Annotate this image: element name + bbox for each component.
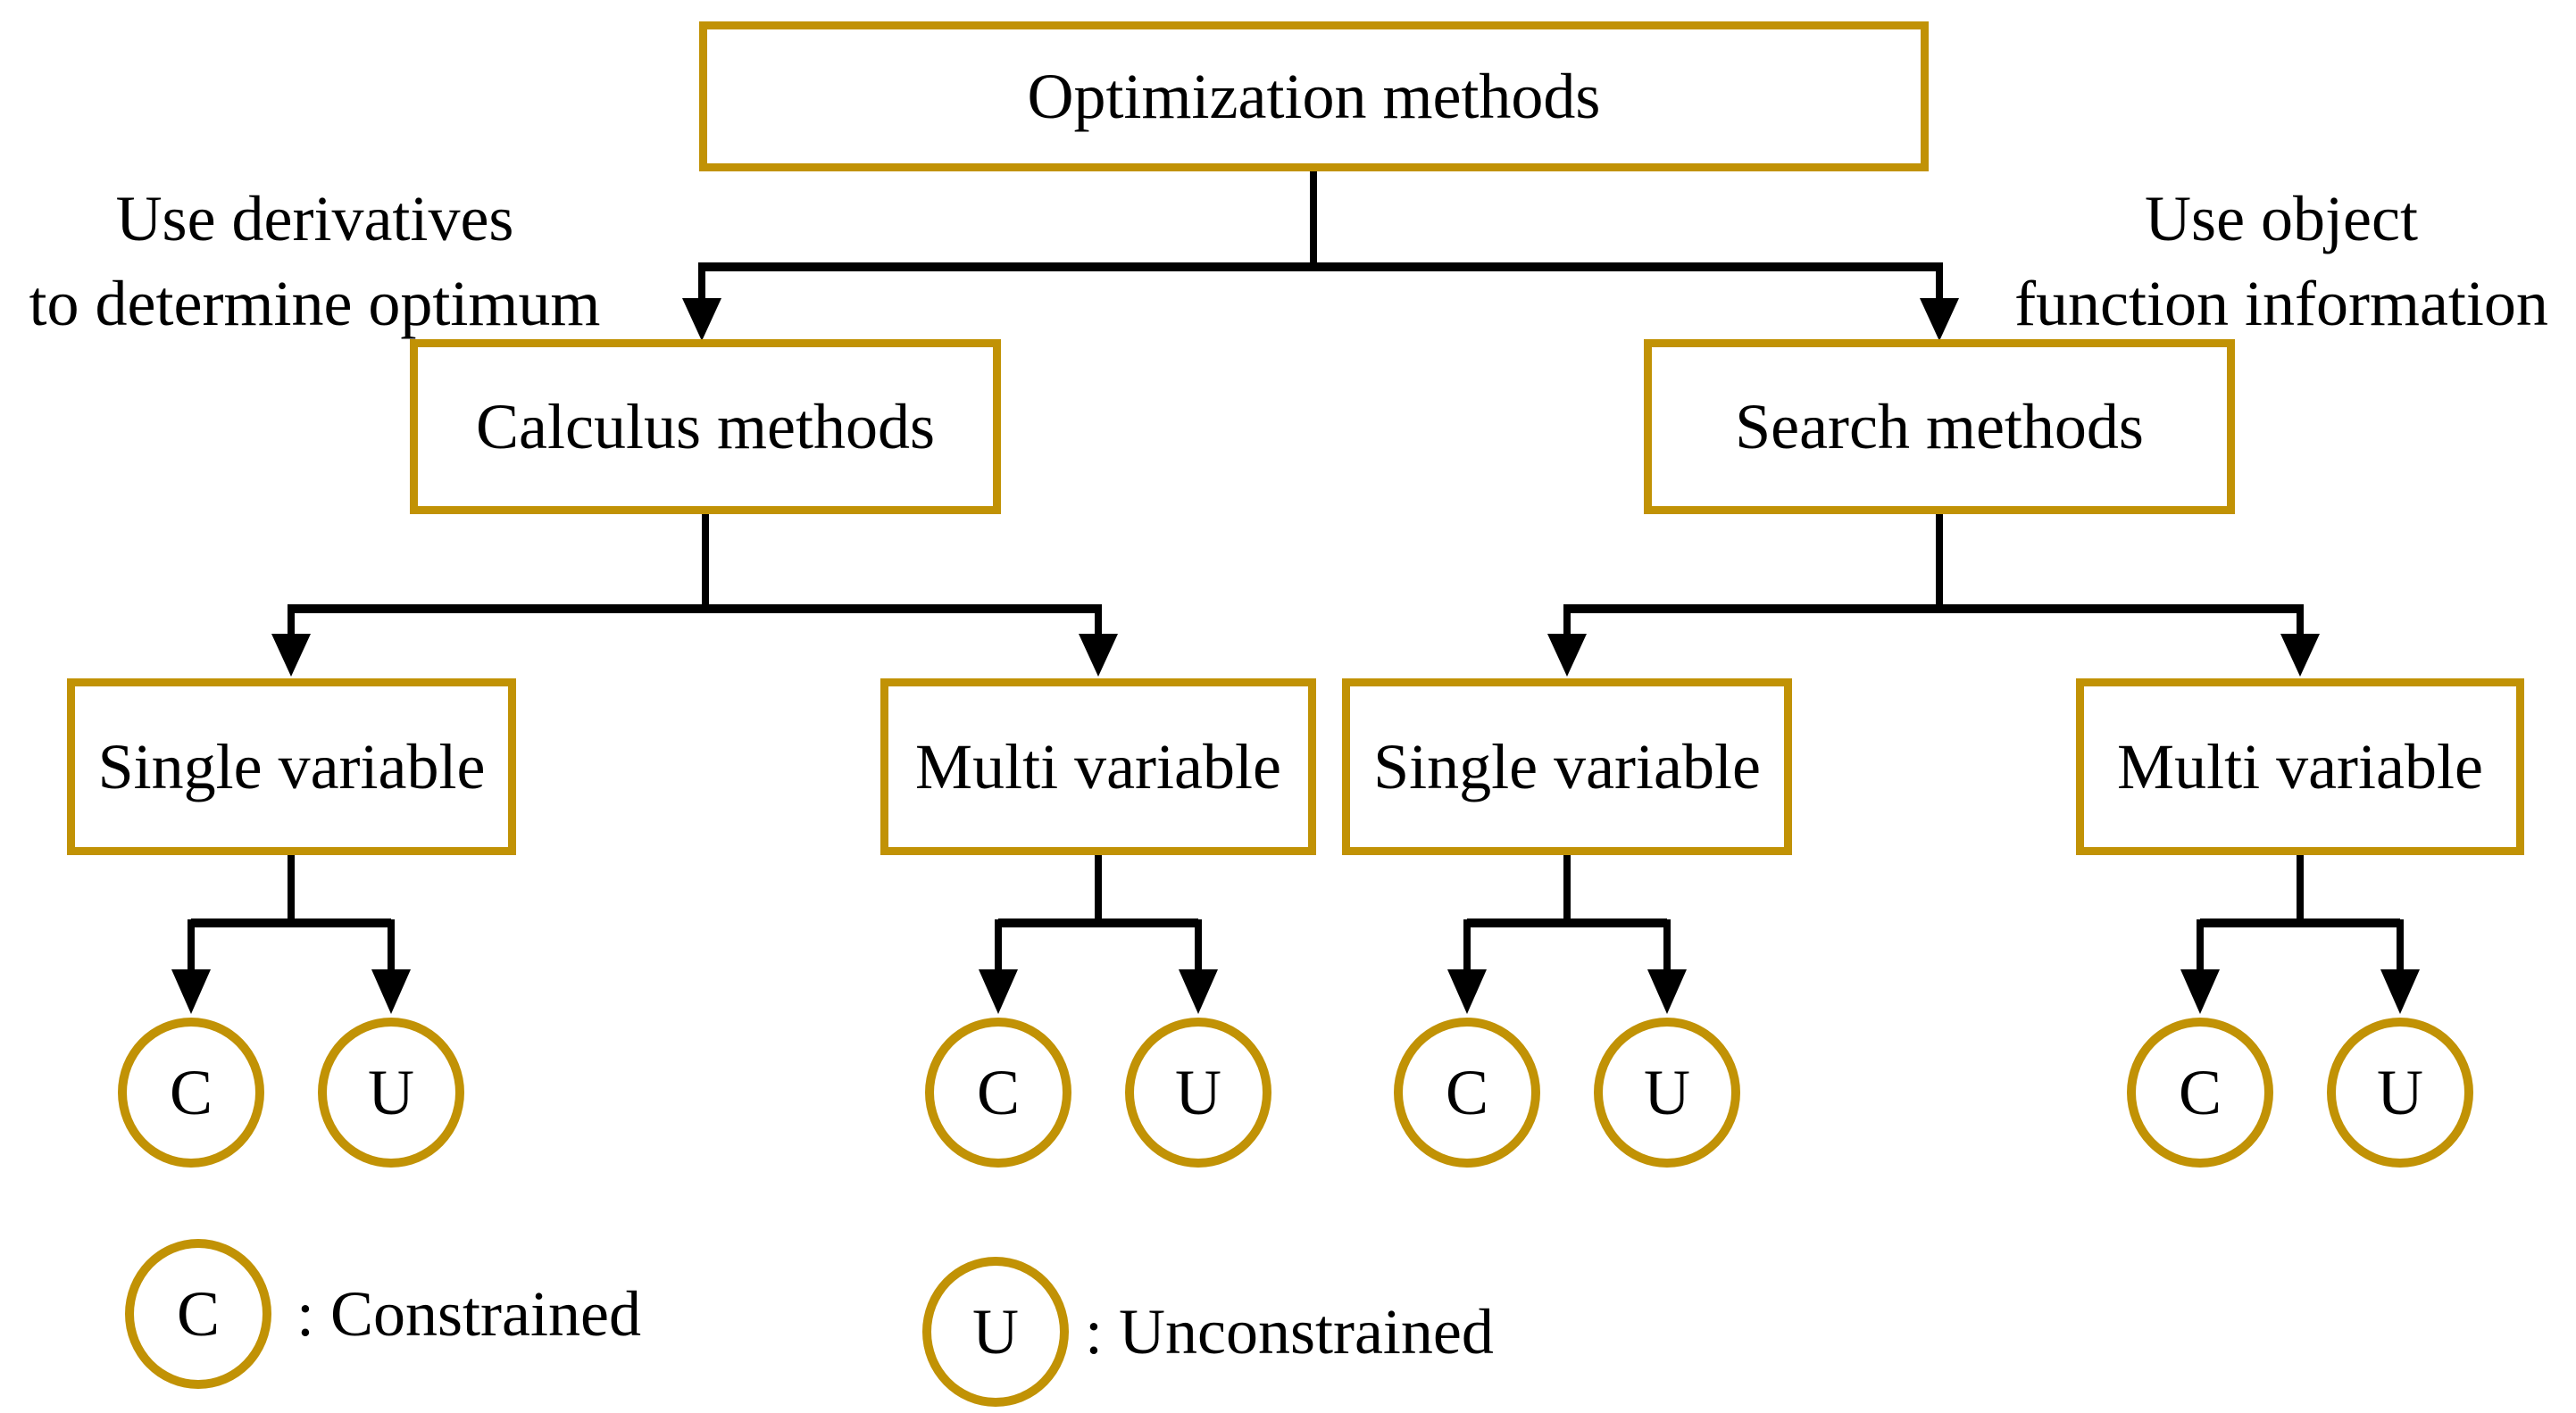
legend-label-constrained: : Constrained xyxy=(296,1278,641,1350)
leaf-circle-unconstrained: U xyxy=(1125,1018,1271,1168)
leaf-circle-unconstrained: U xyxy=(1594,1018,1740,1168)
connector-leafpair-1 xyxy=(171,852,411,1014)
connector-search-to-children xyxy=(1547,511,2320,677)
arrowhead xyxy=(1447,969,1487,1014)
node-single-variable-calculus: Single variable xyxy=(67,678,516,855)
arrowhead xyxy=(371,969,411,1014)
annotation-line: Use object xyxy=(2145,183,2418,254)
arrowhead xyxy=(979,969,1018,1014)
arrowhead xyxy=(1547,634,1587,677)
leaf-circle-constrained: C xyxy=(118,1018,264,1168)
arrowhead xyxy=(2380,969,2420,1014)
node-multi-variable-search: Multi variable xyxy=(2076,678,2524,855)
connector-calculus-to-children xyxy=(271,511,1118,677)
leaf-circle-constrained: C xyxy=(1394,1018,1540,1168)
leaf-circle-constrained: C xyxy=(925,1018,1071,1168)
leaf-circle-unconstrained: U xyxy=(318,1018,464,1168)
annotation-line: function information xyxy=(2014,268,2548,339)
node-calculus-methods: Calculus methods xyxy=(410,339,1001,514)
annotation-line: to determine optimum xyxy=(29,268,601,339)
legend-circle-constrained: C xyxy=(125,1239,271,1389)
connector-leafpair-4 xyxy=(2180,852,2420,1014)
node-optimization-methods: Optimization methods xyxy=(699,21,1929,171)
arrowhead xyxy=(682,298,721,341)
annotation-use-object-function: Use object function information xyxy=(1991,177,2572,346)
legend-circle-unconstrained: U xyxy=(922,1257,1069,1407)
arrowhead xyxy=(1920,298,1959,341)
node-single-variable-search: Single variable xyxy=(1342,678,1792,855)
leaf-circle-constrained: C xyxy=(2127,1018,2273,1168)
annotation-use-derivatives: Use derivatives to determine optimum xyxy=(4,177,625,346)
leaf-circle-unconstrained: U xyxy=(2327,1018,2473,1168)
arrowhead xyxy=(271,634,311,677)
arrowhead xyxy=(171,969,211,1014)
arrowhead xyxy=(2180,969,2220,1014)
arrowhead xyxy=(1079,634,1118,677)
connector-leafpair-3 xyxy=(1447,852,1687,1014)
arrowhead xyxy=(1179,969,1218,1014)
connector-leafpair-2 xyxy=(979,852,1218,1014)
arrowhead xyxy=(2280,634,2320,677)
connector-root-to-level2 xyxy=(682,168,1959,341)
node-search-methods: Search methods xyxy=(1644,339,2235,514)
node-multi-variable-calculus: Multi variable xyxy=(880,678,1316,855)
arrowhead xyxy=(1647,969,1687,1014)
annotation-line: Use derivatives xyxy=(115,183,514,254)
legend-label-unconstrained: : Unconstrained xyxy=(1085,1296,1494,1367)
